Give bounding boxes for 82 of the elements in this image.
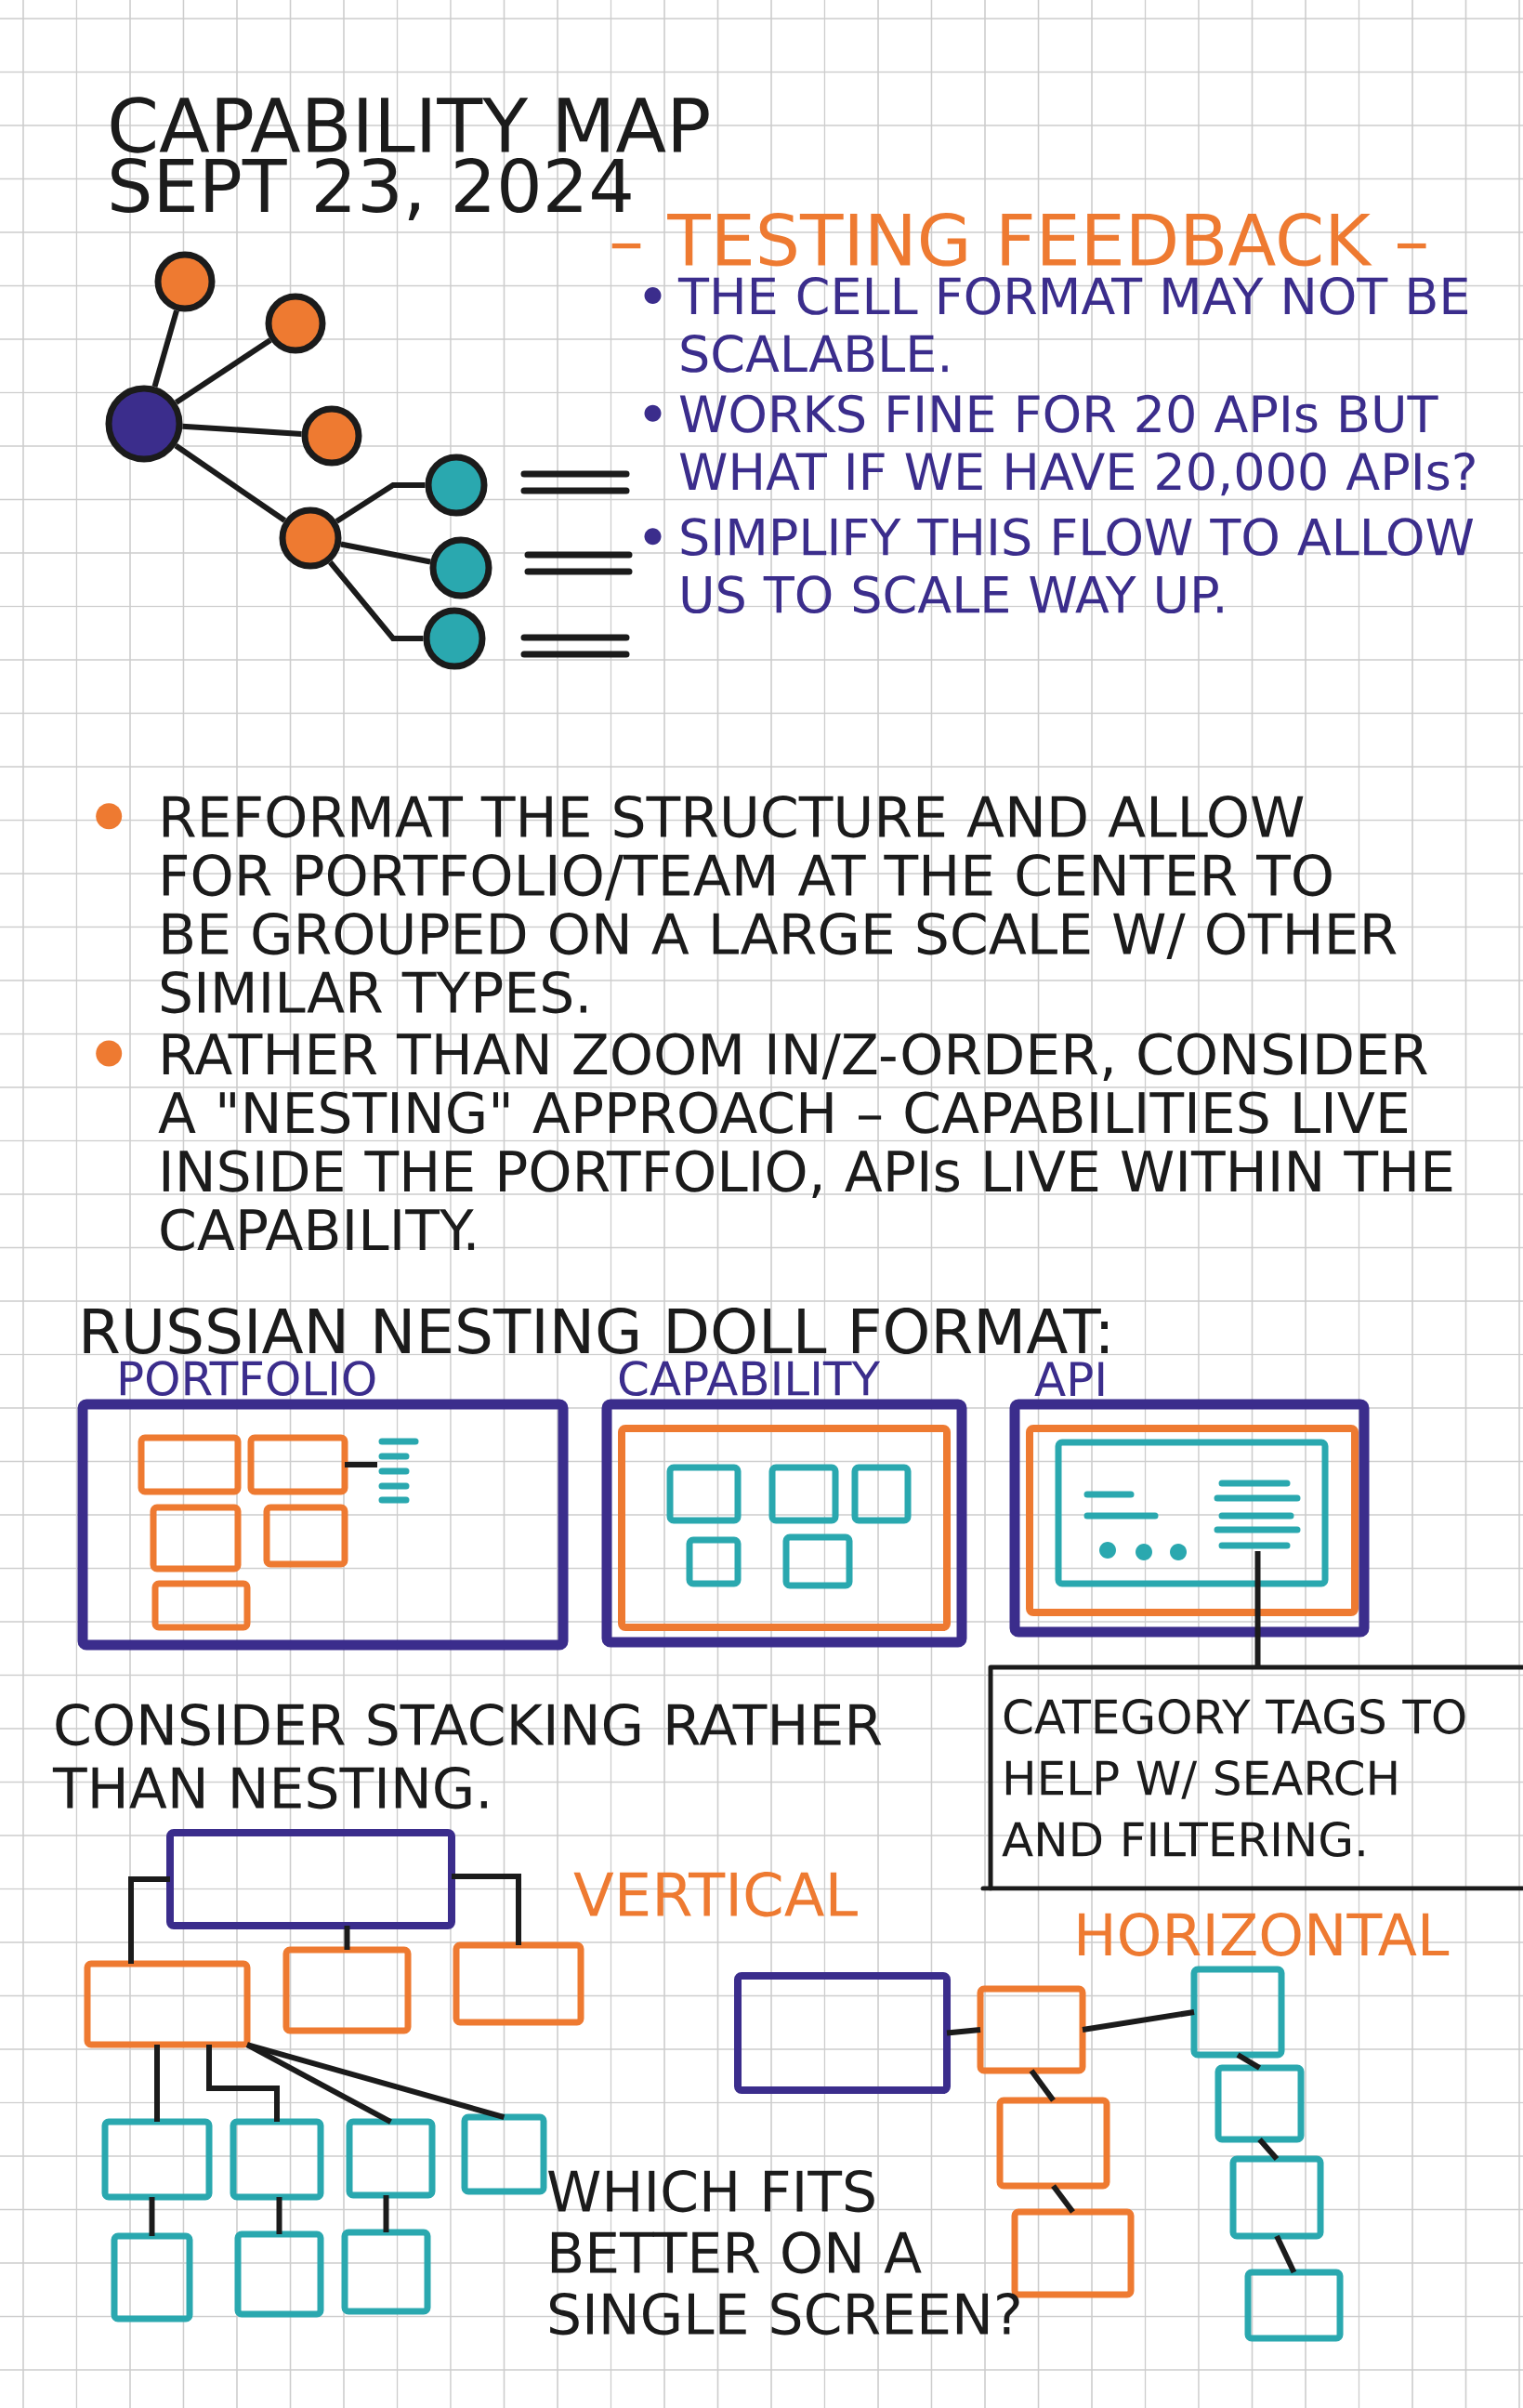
tree-box [977,1985,1086,2074]
circle-node [425,454,488,517]
connector-line [1029,2069,1056,2102]
title: CAPABILITY MAP [111,97,709,153]
inner-frame [1026,1425,1359,1616]
tree-box [461,2113,547,2195]
small-box [768,1464,839,1524]
tree-box [734,1972,951,2095]
tree-box [996,2097,1110,2190]
connector-line [154,2045,160,2123]
node-label: CAPABILITY [619,1361,881,1397]
bullet-text: THE CELL FORMAT MAY NOT BE SCALABLE. [677,277,1468,373]
bullet-text: WORKS FINE FOR 20 APIs BUT WHAT IF WE HAVE 20,000 APIs? [679,394,1475,496]
panel: API [1009,1362,1370,1638]
tree-box [1244,2269,1344,2342]
connector-line [1082,2009,1195,2033]
branch-line [182,423,302,437]
small-box [851,1464,912,1524]
tree-box [234,2230,324,2318]
panel: CAPABILITY [601,1361,967,1648]
branch-line [328,559,424,641]
connector-line [1257,2138,1280,2161]
small-box [247,1434,348,1495]
small-box [263,1504,348,1568]
connector-line [149,2197,155,2237]
tree-box [346,2118,436,2199]
connector-line [128,1876,170,1965]
tree-box [341,2229,431,2315]
tree-box [1229,2155,1324,2240]
leader-line [1254,1551,1261,1667]
tree-box [166,1829,455,1929]
small-box [686,1536,742,1587]
connector-line [345,1462,377,1467]
connector-line [206,2045,280,2123]
connector-line [946,2027,981,2036]
small-box [666,1464,742,1524]
section-heading: RUSSIAN NESTING DOLL FORMAT: [84,1308,1108,1354]
tree-box [84,1960,251,2048]
tree-caption: VERTICAL [573,1872,858,1917]
note-box: CATEGORY TAGS TO HELP W/ SEARCH AND FILTERING. [980,1665,1523,1891]
node-label: PORTFOLIO [120,1361,375,1397]
tree-box [1190,1966,1285,2059]
bullet-text: REFORMAT THE STRUCTURE AND ALLOW FOR PORTFOLIO/TEAM AT THE CENTER TO BE GROUPED ON A LARGE SCALE W/ OTHER SIMILAR TYPES. [161,796,1397,1014]
question-text: WHICH FITS BETTER ON A SINGLE SCREEN? [548,2170,1019,2336]
tree-caption: HORIZONTAL [1079,1913,1450,1956]
circle-node [105,385,183,463]
circle-node [154,251,216,312]
circle-node [301,405,362,467]
list-lines [378,1438,419,1504]
connector-line [383,2195,389,2233]
branch-line [174,337,272,405]
inner-frame [1055,1439,1329,1587]
bullet-text: RATHER THAN ZOOM IN/Z-ORDER, CONSIDER A "NESTING" APPROACH – CAPABILITIES LIVE INSIDE THE PORTFOLIO, APIs LIVE WITHIN THE CAPABILITY. [158,1033,1452,1251]
small-box [138,1434,242,1495]
tree-box [453,1941,584,2026]
tree-box [230,2118,324,2201]
circle-node [429,536,492,599]
circle-node [265,293,326,354]
circle-node [279,507,342,570]
branch-line [335,482,426,524]
connector-line [246,2042,505,2120]
circle-node [423,607,486,670]
small-box [782,1533,853,1589]
note-text: CONSIDER STACKING RATHER THAN NESTING. [52,1704,882,1809]
panel: PORTFOLIO [77,1361,569,1651]
tree-box [1214,2064,1305,2143]
tree-box [111,2232,193,2322]
branch-line [340,541,431,565]
node-label: API [1034,1362,1104,1397]
connector-line [1051,2184,1075,2214]
branch-line [174,443,287,523]
branch-line [151,309,179,388]
tree-box [282,1946,412,2034]
connector-line [276,2197,282,2235]
small-box [151,1580,251,1631]
tree-box [101,2118,213,2201]
connector-line [1236,2052,1262,2071]
inner-frame [618,1425,951,1631]
list-lines [1214,1480,1301,1549]
connector-line [1274,2234,1297,2274]
bullet-text: SIMPLIFY THIS FLOW TO ALLOW US TO SCALE WAY UP. [681,518,1474,614]
small-box [150,1504,242,1572]
